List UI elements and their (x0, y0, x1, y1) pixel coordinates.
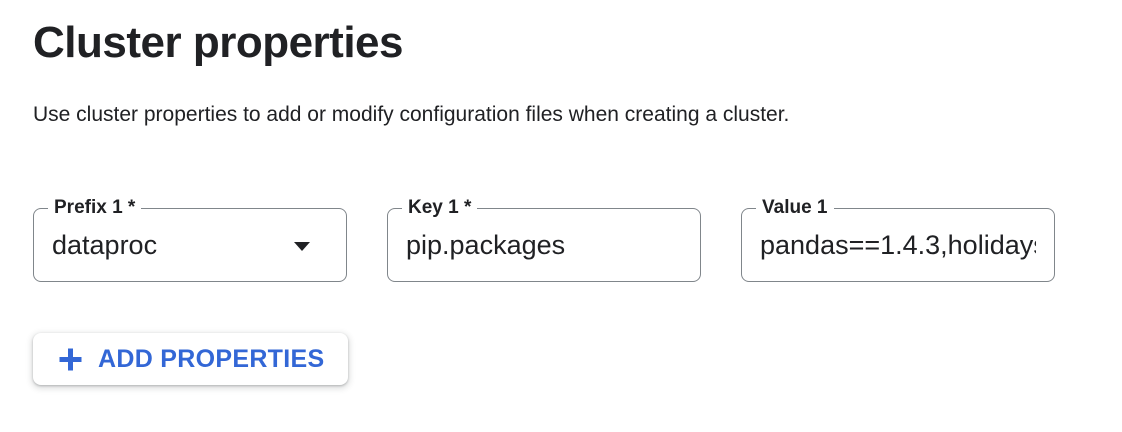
page-description: Use cluster properties to add or modify … (33, 103, 790, 126)
value-field: Value 1 (741, 197, 1055, 282)
add-properties-button[interactable]: ADD PROPERTIES (33, 333, 349, 385)
prefix-select[interactable]: dataproc (34, 209, 346, 281)
actions-bar: ADD PROPERTIES (33, 333, 1122, 385)
prefix-select-field[interactable]: Prefix 1 * dataproc (33, 197, 347, 282)
key-input[interactable] (388, 209, 700, 281)
key-field: Key 1 * (387, 197, 701, 282)
prefix-label: Prefix 1 * (48, 197, 142, 219)
value-input[interactable] (742, 209, 1054, 281)
property-row: Prefix 1 * dataproc Key 1 * Value 1 (33, 197, 1122, 282)
add-properties-label: ADD PROPERTIES (98, 344, 325, 373)
plus-icon (59, 348, 82, 370)
page-title: Cluster properties (33, 18, 403, 67)
dropdown-caret-icon (294, 242, 310, 251)
prefix-selected-value: dataproc (52, 229, 158, 260)
